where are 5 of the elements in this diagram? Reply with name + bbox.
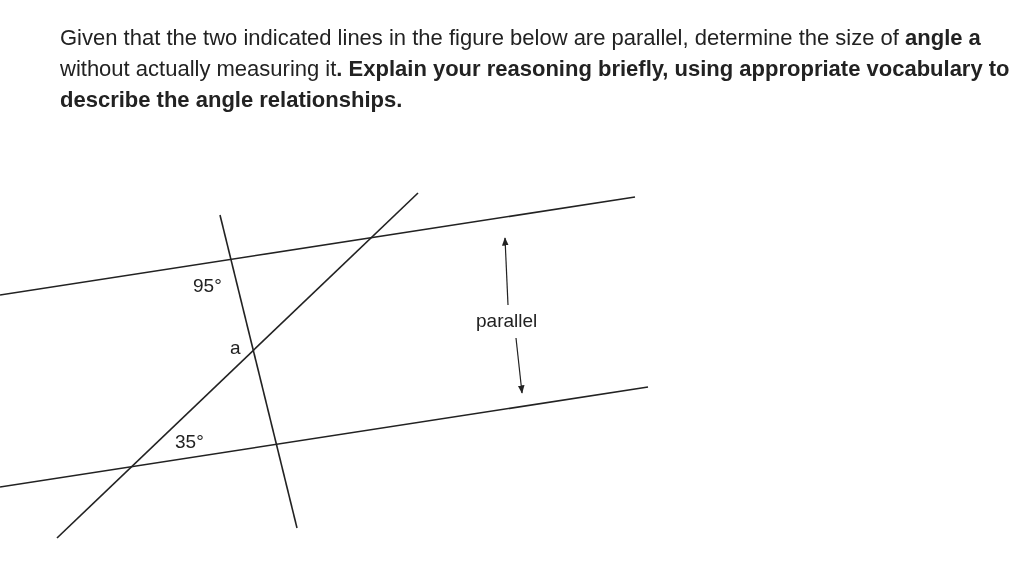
text-label: parallel: [476, 311, 538, 331]
angle-label: a: [230, 338, 241, 358]
question-text: Given that the two indicated lines in the figure below are parallel, determine the size of angle a without actually measuring it. Explain your reasoning briefly, using appropriate vocabulary to describe the angle relationships.: [60, 24, 1010, 114]
angle-label: 95°: [193, 276, 222, 296]
angle-label: 35°: [175, 432, 204, 452]
